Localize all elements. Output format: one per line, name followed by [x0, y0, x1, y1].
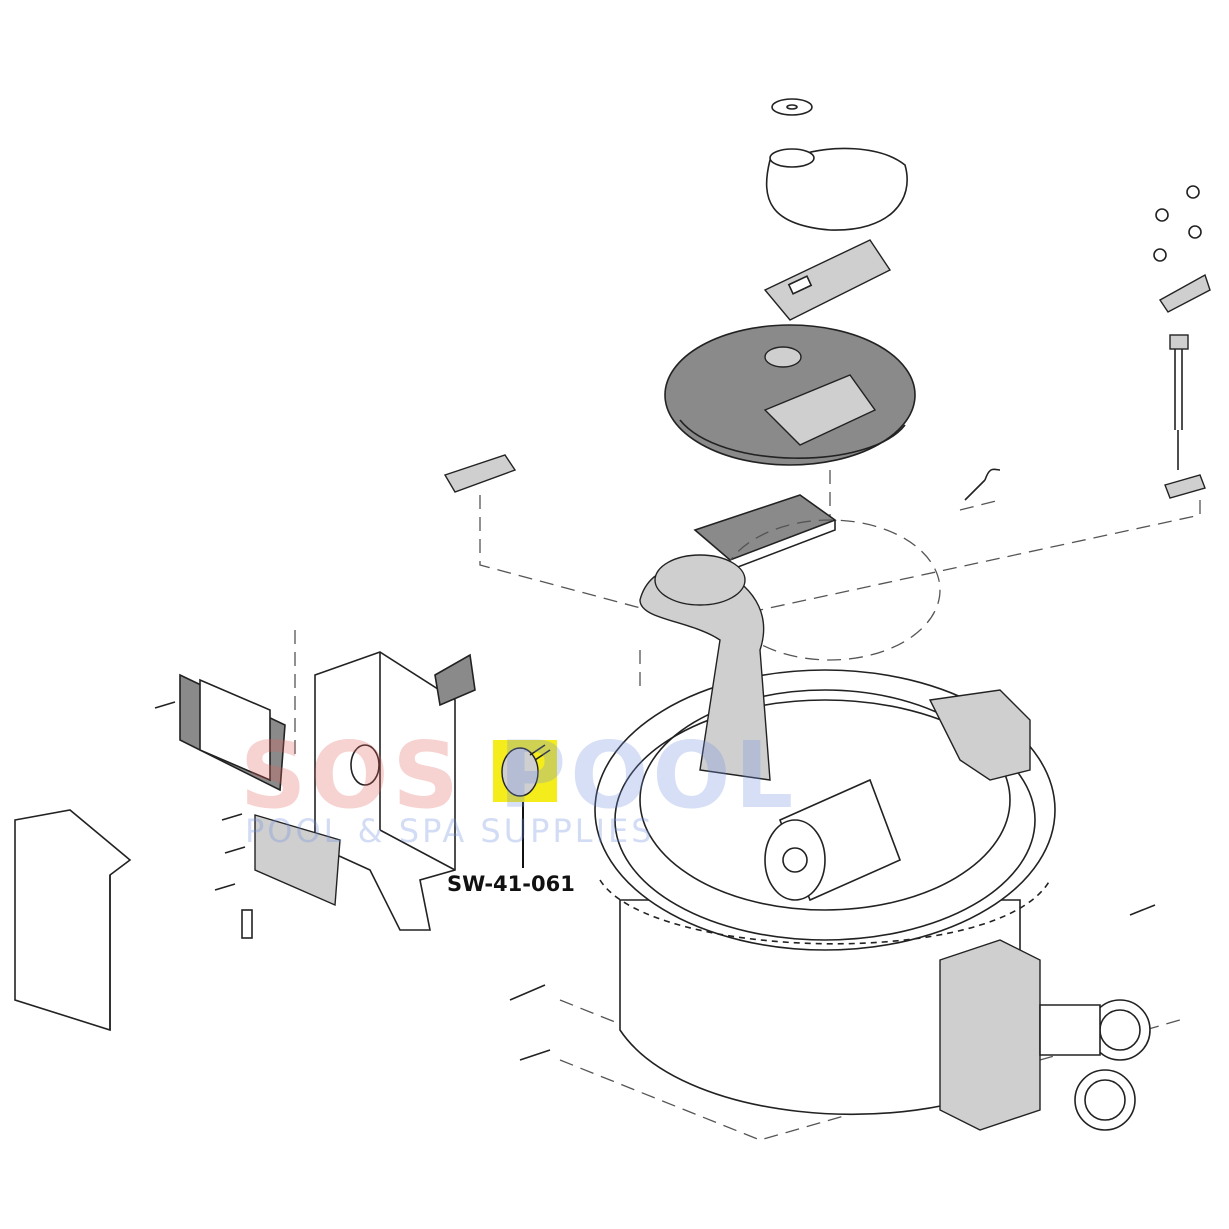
water-sensors — [509, 984, 551, 1061]
control-circuit-board — [693, 494, 837, 561]
watermark-tagline: POOL & SPA SUPPLIES — [245, 812, 655, 850]
igniter-connector — [1169, 334, 1189, 350]
terminal-board — [254, 814, 341, 907]
gasket-collar — [769, 148, 815, 168]
washer-hole — [786, 104, 798, 110]
flue-pipe-opening — [654, 554, 746, 606]
fuse — [241, 909, 253, 939]
electrical-junction-box — [314, 651, 456, 931]
watermark-brand: SOS POOL — [240, 722, 797, 829]
lid-vent-cap — [764, 346, 802, 368]
burner-tray-outline — [719, 519, 941, 661]
bracket — [1158, 273, 1211, 313]
transformer — [434, 653, 476, 707]
pressure-switch[interactable] — [501, 747, 539, 797]
lid-window — [763, 374, 877, 446]
display-control-panel — [763, 239, 892, 321]
water-header — [939, 939, 1151, 1131]
side-access-panel — [14, 809, 132, 1032]
top-lid — [664, 324, 916, 466]
part-number-label: SW-41-061 — [447, 872, 575, 896]
blower-motor — [764, 778, 902, 902]
pressure-switch-terminals — [529, 744, 551, 761]
drain-plug — [1129, 904, 1156, 916]
blower-housing — [928, 689, 1031, 781]
watermark-brand-second: POOL — [498, 722, 798, 829]
display-window — [787, 275, 813, 295]
hardware-nuts — [1153, 185, 1202, 262]
top-cover-gasket — [765, 147, 908, 231]
igniter-wires — [1174, 345, 1183, 470]
cover-face — [199, 678, 271, 782]
igniter-gasket — [1164, 474, 1206, 499]
watermark-brand-first: SOS — [240, 722, 463, 829]
screws — [154, 701, 246, 891]
rating-plate — [443, 454, 517, 493]
temperature-sensor — [964, 468, 1001, 501]
